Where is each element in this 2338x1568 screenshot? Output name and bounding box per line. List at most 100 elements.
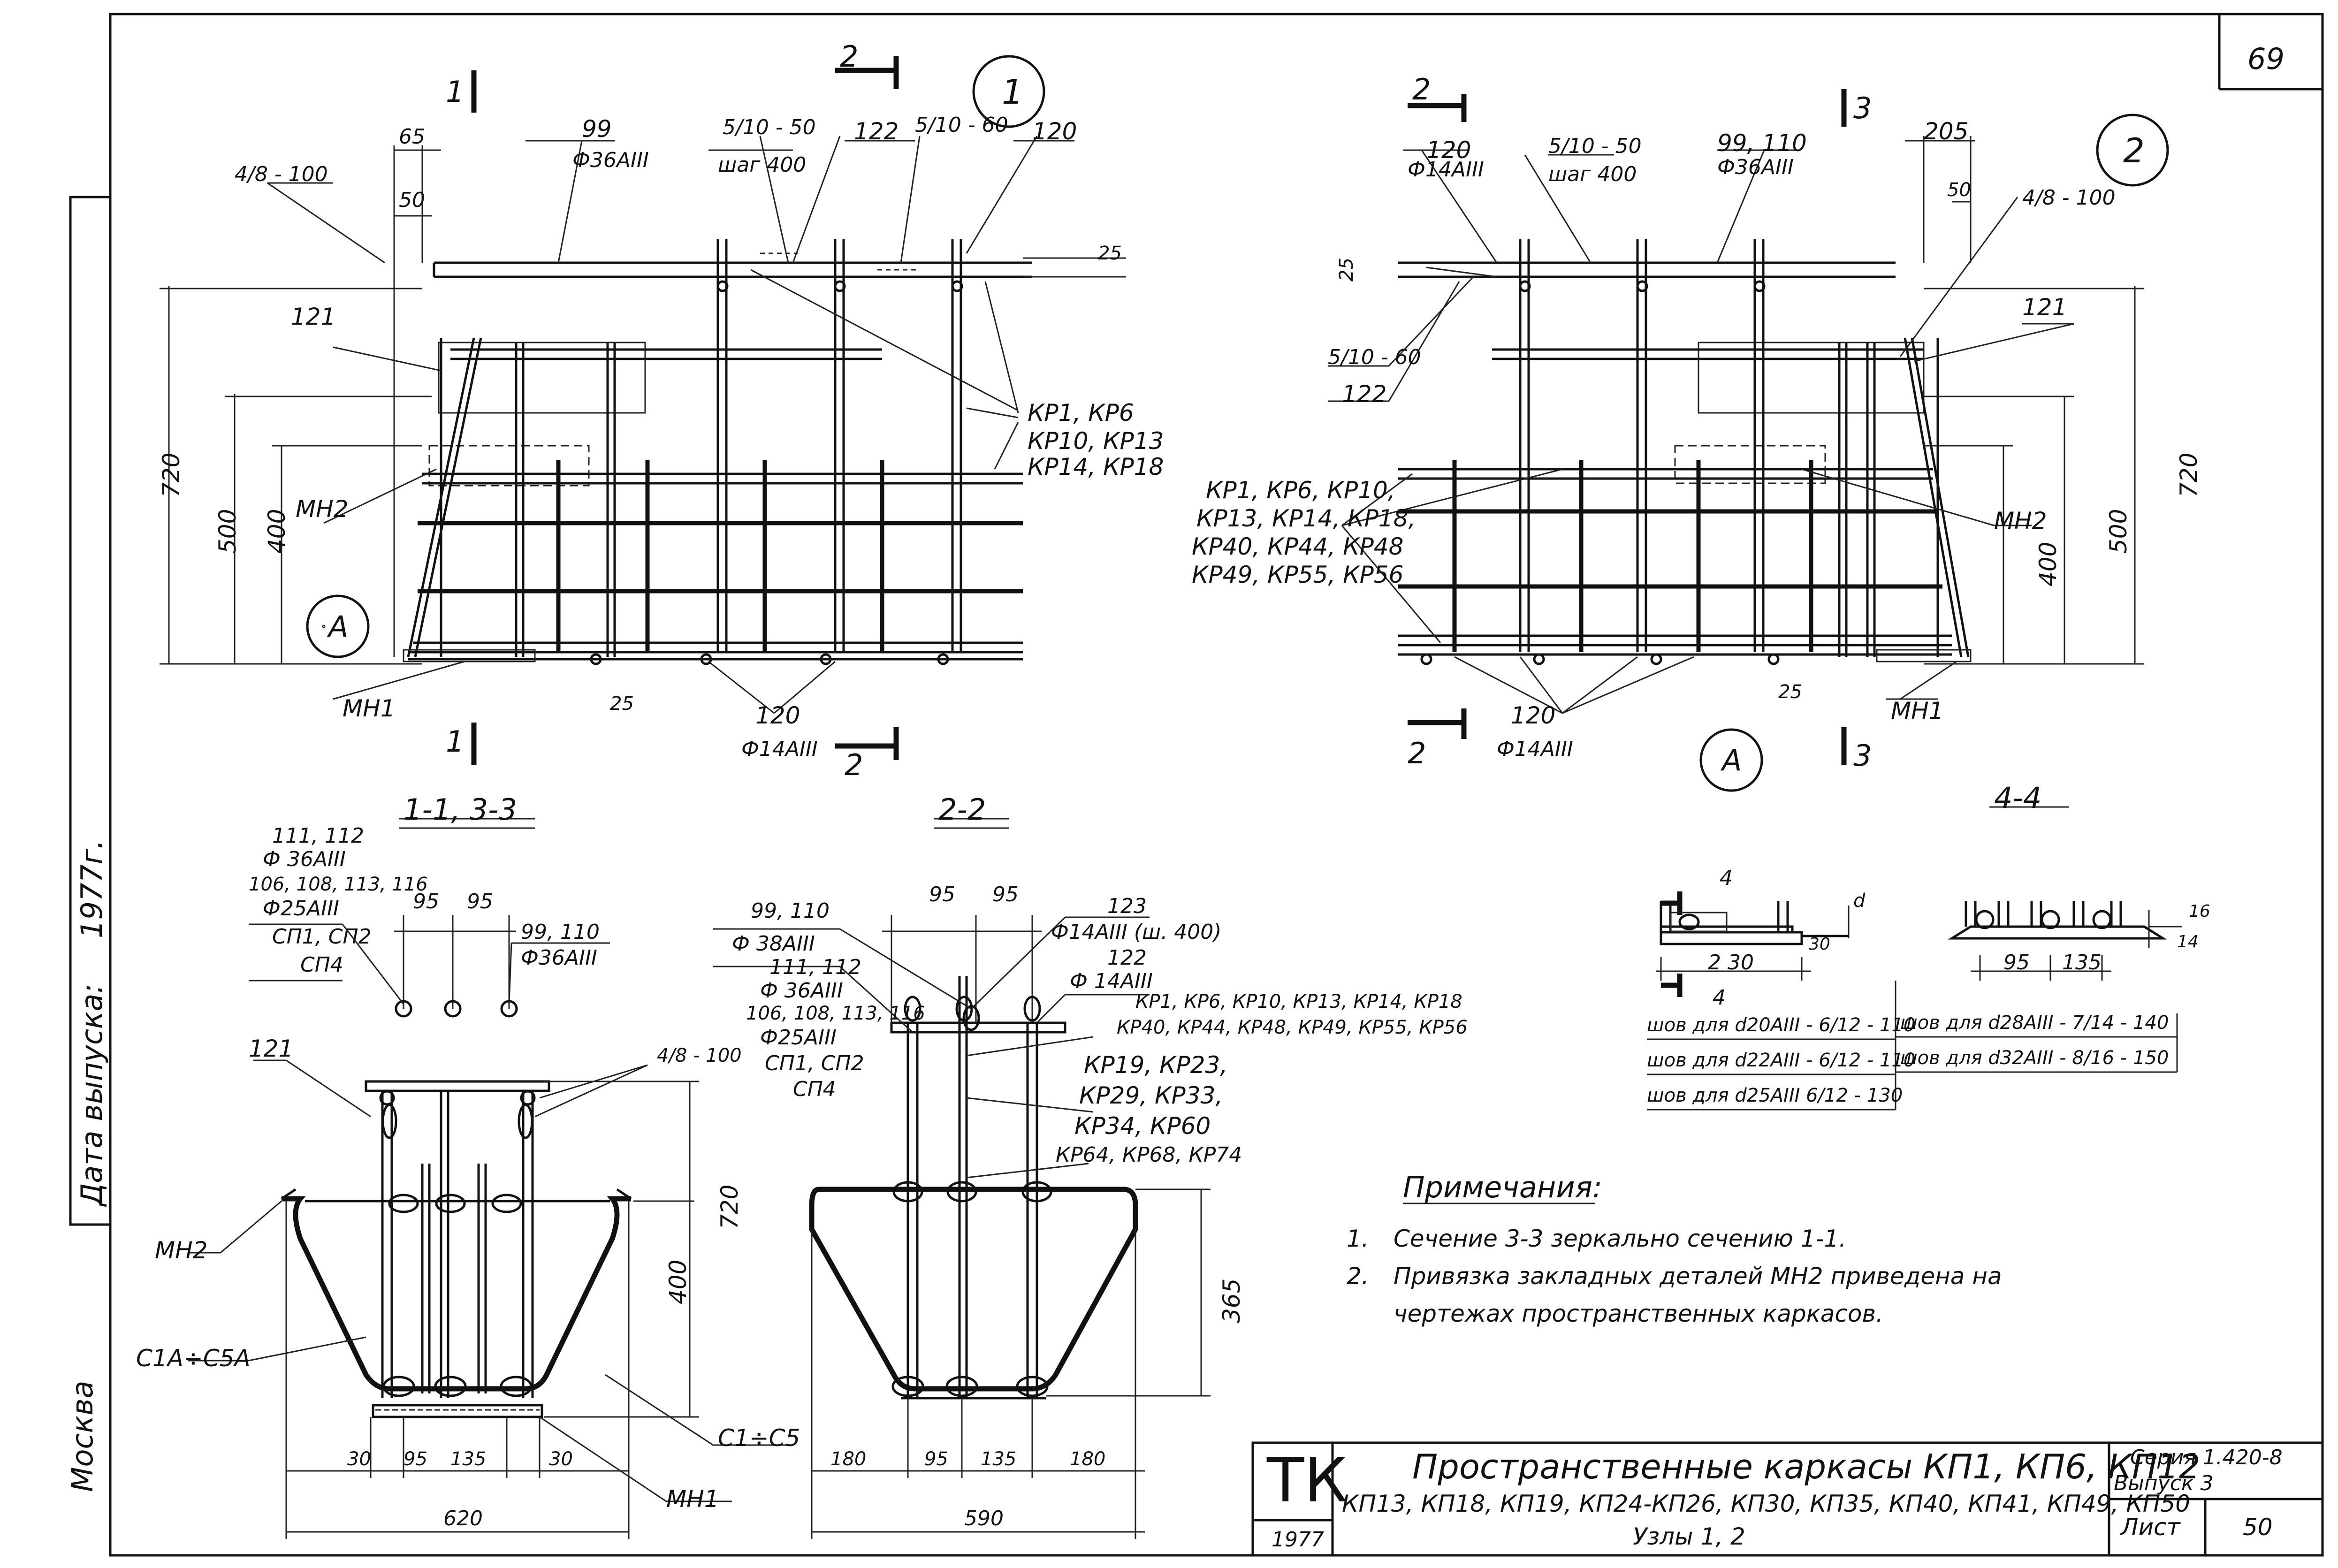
node1-circle (972, 55, 1045, 128)
node2-section-3-top: 3 (1853, 91, 1872, 125)
sec11-dim-30b: 30 (549, 1448, 573, 1470)
node2-callout-3: КР40, КР44, КР48 (1192, 533, 1404, 560)
sec44-weld-4: шов для d28АIII - 7/14 - 140 (1900, 1012, 2169, 1034)
sec22-left-5: 106, 108, 113, 116 (746, 1003, 925, 1024)
sec11-left-4: Ф25АIII (263, 897, 339, 921)
node2-label-99-110: 99, 110 (1717, 129, 1807, 157)
sec11-left-2: Ф 36АIII (263, 847, 346, 871)
sec11-label-mn2: МН2 (155, 1237, 208, 1264)
sec44-mark-4a: 4 (1720, 866, 1733, 890)
stamp-title-1: Пространственные каркасы КП1, КП6, КП12 (1412, 1447, 2201, 1486)
node1-label-d14: Ф14АIII (741, 737, 818, 761)
sec11-label-mn1: МН1 (666, 1485, 719, 1513)
sidebar-year: 1977г. (75, 839, 109, 938)
sec44-weld-1: шов для d20АIII - 6/12 - 110 (1647, 1014, 1916, 1036)
sec22-left-8: СП4 (793, 1077, 836, 1101)
node1-callout-b: КР10, КР13 (1028, 427, 1164, 455)
sec11-left-1: 111, 112 (272, 824, 364, 848)
sec11-dim-95a: 95 (413, 890, 439, 913)
node2-dim-25b: 25 (1778, 681, 1802, 703)
section-1-1-view (188, 818, 788, 1539)
sec11-left-6: СП4 (300, 953, 343, 977)
sec22-dim-95b: 95 (992, 883, 1019, 906)
node1-callout-a: КР1, КР6 (1028, 399, 1134, 426)
node1-dim-500: 500 (214, 509, 241, 554)
node1-dim-720: 720 (158, 452, 185, 497)
node2-label-d36: Ф36АIII (1717, 155, 1794, 179)
stamp-issue: Выпуск 3 (2114, 1471, 2214, 1495)
stamp-sheet-label: Лист (2121, 1514, 2180, 1541)
sec11-dim-400: 400 (664, 1259, 692, 1304)
node2-label-121: 121 (2022, 294, 2067, 321)
node2-dim-205: 205 (1924, 118, 1969, 145)
sidebar-date-label: Дата выпуска: (75, 983, 109, 1206)
node2-callout-1: КР1, КР6, КР10, (1206, 477, 1395, 504)
sec22-right-2: Ф14АIII (ш. 400) (1051, 920, 1222, 944)
sec11-label-121: 121 (249, 1035, 294, 1062)
sec11-label-4-8-100: 4/8 - 100 (657, 1045, 742, 1066)
section-4-4-view (1647, 891, 2182, 1111)
node2-label-mn1: МН1 (1891, 697, 1944, 724)
node2-label-5-10-50: 5/10 - 50 (1548, 134, 1642, 158)
sec11-label-c1a: С1А÷С5А (136, 1345, 251, 1372)
sec44-dim-135: 135 (2062, 951, 2102, 974)
sec22-title: 2-2 (938, 792, 986, 827)
notes-title: Примечания: (1403, 1170, 1602, 1204)
notes-item-1-number: 1. (1347, 1225, 1369, 1252)
node1-label-step400: шаг 400 (718, 153, 807, 177)
sec11-right-1: 99, 110 (521, 920, 600, 944)
sec22-kr-6: КР64, КР68, КР74 (1056, 1143, 1242, 1167)
node2-dim-720: 720 (2175, 452, 2202, 497)
node2-view (1328, 89, 2169, 792)
node2-label-120: 120 (1426, 137, 1471, 164)
sec22-right-3: 122 (1107, 946, 1147, 970)
node1-dim-400: 400 (263, 509, 290, 554)
node2-label-5-10-60: 5/10 - 60 (1328, 345, 1421, 369)
sec22-left-7: СП1, СП2 (765, 1051, 864, 1075)
sec11-left-3: 106, 108, 113, 116 (249, 874, 428, 895)
sec44-weld-3: шов для d25АIII 6/12 - 130 (1647, 1085, 1903, 1106)
stamp-title-2: КП13, КП18, КП19, КП24-КП26, КП30, КП35,… (1342, 1490, 2191, 1517)
node2-callout-4: КР49, КР55, КР56 (1192, 561, 1404, 588)
stamp-logo: ТК (1267, 1445, 1348, 1516)
node2-dim-500: 500 (2105, 509, 2132, 554)
node2-circle-a-label: А (1722, 743, 1742, 777)
node2-label-mn2: МН2 (1994, 507, 2047, 534)
sec11-title: 1-1, 3-3 (404, 792, 517, 827)
notes-item-2-number: 2. (1347, 1263, 1369, 1290)
node1-label-120: 120 (1032, 118, 1077, 145)
sec22-dim-365: 365 (1218, 1278, 1245, 1323)
stamp-sheet-number: 50 (2243, 1514, 2273, 1541)
sidebar-city: Москва (65, 1380, 99, 1492)
node1-dim-50: 50 (399, 188, 425, 212)
sec44-weld-5: шов для d32АIII - 8/16 - 150 (1900, 1047, 2169, 1069)
node1-dim-25: 25 (1098, 243, 1122, 264)
node2-circle-a (1699, 728, 1763, 792)
stamp-title-3: Узлы 1, 2 (1633, 1523, 1745, 1550)
node2-dim-25: 25 (1336, 258, 1357, 282)
node2-dim-400: 400 (2034, 541, 2062, 586)
title-block-lines (1251, 1441, 2324, 1557)
sec44-dim-16: 16 (2189, 902, 2210, 921)
node2-section-2-top: 2 (1412, 72, 1431, 107)
node1-label-5-10-50: 5/10 - 50 (723, 115, 816, 139)
sec44-dim-30: 30 (1809, 935, 1830, 954)
sec22-kr-2: КР40, КР44, КР48, КР49, КР55, КР56 (1117, 1017, 1468, 1038)
node2-callout-2: КР13, КР14, КР18, (1196, 505, 1416, 532)
node2-label-d14b: Ф14АIII (1497, 737, 1573, 761)
sec22-kr-1: КР1, КР6, КР10, КР13, КР14, КР18 (1135, 991, 1462, 1012)
sec44-dim-95: 95 (2003, 951, 2030, 974)
sec44-dim-d: d (1853, 890, 1866, 912)
node1-view (160, 55, 1126, 765)
sec44-mark-4b: 4 (1713, 986, 1726, 1010)
node1-label-122: 122 (854, 118, 899, 145)
sec22-left-1: 99, 110 (751, 899, 830, 923)
sec22-left-4: Ф 36АIII (760, 979, 843, 1003)
sec22-dim-95: 95 (924, 1448, 948, 1470)
sec22-left-2: Ф 38АIII (732, 932, 815, 956)
sec44-title: 4-4 (1994, 781, 2042, 815)
node2-label-122: 122 (1342, 381, 1387, 408)
sec22-dim-95a: 95 (929, 883, 955, 906)
